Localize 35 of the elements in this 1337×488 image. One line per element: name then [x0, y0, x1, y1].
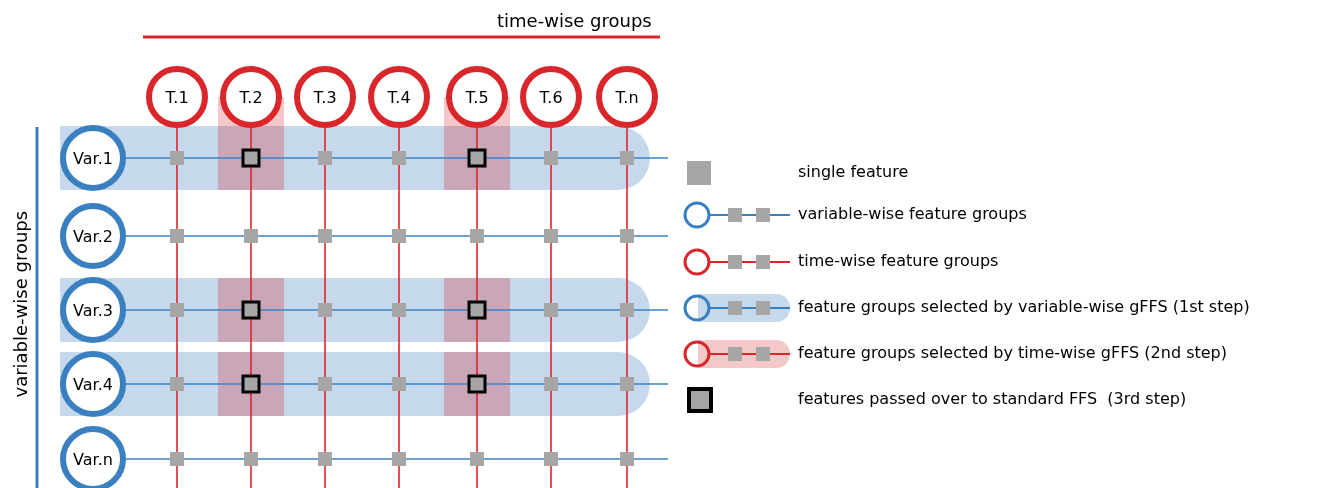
group-label: Var.2 [73, 226, 113, 246]
connector-line [250, 127, 252, 488]
group-label: Var.1 [73, 148, 113, 168]
connector-line [626, 127, 628, 488]
axis-label: variable-wise groups [9, 209, 31, 398]
group-label: T.3 [313, 87, 337, 107]
group-circle [60, 426, 126, 488]
group-label: Var.3 [73, 300, 113, 320]
connector-line [550, 127, 552, 488]
connector-line [125, 157, 669, 159]
group-label: T.4 [387, 87, 411, 107]
group-label: T.1 [165, 87, 189, 107]
connector-line [176, 127, 178, 488]
group-label: Var.n [73, 449, 113, 469]
axis-label: time-wise groups [497, 10, 652, 31]
connector-line [476, 127, 478, 488]
legend-label: feature groups selected by time-wise gFFS (2nd step) [798, 343, 1227, 362]
legend-label: variable-wise feature groups [798, 204, 1027, 223]
connector-line [125, 235, 669, 237]
group-label: Var.4 [73, 374, 113, 394]
group-label: T.6 [539, 87, 563, 107]
group-circle [446, 66, 508, 128]
connector-line [125, 383, 669, 385]
legend-label: features passed over to standard FFS (3rd step) [798, 389, 1187, 408]
group-circle [220, 66, 282, 128]
connector-line [398, 127, 400, 488]
group-label: T.5 [465, 87, 489, 107]
group-label: T.2 [239, 87, 263, 107]
connector-line [324, 127, 326, 488]
legend-label: single feature [798, 162, 909, 181]
group-label: T.n [615, 87, 639, 107]
legend-label: feature groups selected by variable-wise gFFS (1st step) [798, 297, 1250, 316]
connector-line [125, 309, 669, 311]
connector-line [125, 458, 669, 460]
legend-label: time-wise feature groups [798, 251, 999, 270]
